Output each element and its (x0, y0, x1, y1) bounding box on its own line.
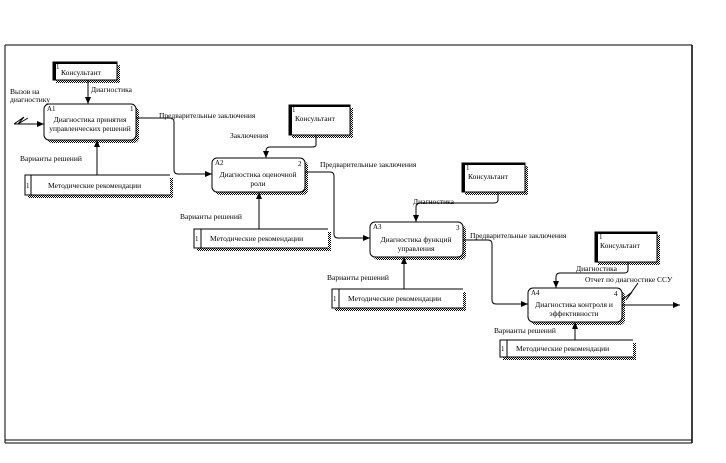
function-box-2[interactable]: A2 2 Диагностика оценочной роли (211, 157, 308, 195)
mechanism-label: Методические рекомендации (210, 234, 303, 243)
arrow-prelim-1 (136, 117, 212, 177)
report-squiggle (621, 282, 639, 301)
mechanism-box-4[interactable]: 1 Методические рекомендации (499, 339, 636, 360)
function-code: A3 (373, 223, 382, 231)
mechanism-label: Методические рекомендации (48, 181, 141, 190)
control-number: 1 (599, 233, 603, 241)
control-box-4[interactable]: 1 Консультант (594, 231, 660, 265)
label-options: Варианты решений (20, 154, 82, 163)
function-number: 3 (456, 224, 460, 232)
mechanism-box-1[interactable]: 1 Методические рекомендации (24, 174, 173, 198)
label-diagnostics: Диагностика (91, 85, 133, 94)
label-call: Вызов на (10, 87, 40, 96)
label-diagnostics: Диагностика (576, 264, 618, 273)
function-label: управления (398, 244, 435, 253)
function-box-1[interactable]: A1 1 Диагностика принятия управленческих… (43, 103, 139, 143)
function-label: Диагностика принятия (54, 115, 127, 124)
function-code: A4 (531, 289, 540, 297)
label-options: Варианты решений (327, 273, 389, 282)
control-label: Консультант (468, 172, 509, 181)
arrow-diag-4 (553, 262, 629, 288)
arrow-prelim-2 (305, 171, 370, 241)
label-conclusions: Заключения (230, 131, 269, 140)
function-label: Диагностика контроля и (535, 300, 613, 309)
arrow-conclusions (263, 135, 317, 158)
arrow-prelim-3 (463, 239, 528, 307)
function-code: A1 (47, 105, 56, 113)
control-number: 1 (466, 164, 470, 172)
function-number: 4 (614, 290, 618, 298)
arrow-labels: Диагностика Вызов на диагностику Вариант… (10, 85, 673, 335)
label-options: Варианты решений (180, 212, 242, 221)
function-box-3[interactable]: A3 3 Диагностика функций управления (369, 221, 466, 260)
arrow-call-input (13, 117, 44, 124)
mechanism-label: Методические рекомендации (348, 294, 441, 303)
control-box-3[interactable]: 1 Консультант (461, 162, 528, 195)
mechanism-box-3[interactable]: 1 Методические рекомендации (331, 288, 466, 311)
mechanism-label: Методические рекомендации (516, 344, 609, 353)
label-report: Отчет по диагностике ССУ (585, 275, 673, 284)
function-label: Диагностика оценочной (219, 170, 296, 179)
mechanism-number: 1 (26, 182, 30, 190)
control-box-2[interactable]: 1 Консультант (288, 104, 353, 138)
mechanism-number: 1 (195, 235, 199, 243)
function-label: Диагностика функций (381, 235, 452, 244)
function-label: роли (250, 179, 265, 188)
control-box-1[interactable]: 1 Консультант (52, 61, 120, 83)
label-options: Варианты решений (494, 326, 556, 335)
label-call: диагностику (10, 95, 50, 104)
function-label: эффективности (549, 309, 598, 318)
label-prelim: Предварительные заключения (159, 111, 256, 120)
label-diagnostics: Диагностика (413, 197, 455, 206)
function-box-4[interactable]: A4 4 Диагностика контроля и эффективност… (527, 287, 625, 325)
control-label: Консультант (295, 114, 336, 123)
mechanism-number: 1 (501, 345, 505, 353)
arrow-diag-3 (413, 192, 499, 222)
function-number: 2 (298, 160, 302, 168)
mechanism-box-2[interactable]: 1 Методические рекомендации (193, 228, 331, 251)
function-label: управленческих решений (49, 124, 131, 133)
arrows (13, 80, 680, 340)
mechanism-number: 1 (333, 295, 337, 303)
function-number: 1 (130, 105, 134, 113)
label-prelim: Предварительные заключения (320, 160, 417, 169)
control-number: 1 (56, 63, 60, 71)
control-label: Консультант (61, 68, 102, 77)
control-number: 1 (292, 106, 296, 114)
control-label: Консультант (600, 241, 641, 250)
diagram-frame (4, 44, 693, 444)
label-prelim: Предварительные заключения (470, 231, 567, 240)
function-code: A2 (215, 159, 224, 167)
